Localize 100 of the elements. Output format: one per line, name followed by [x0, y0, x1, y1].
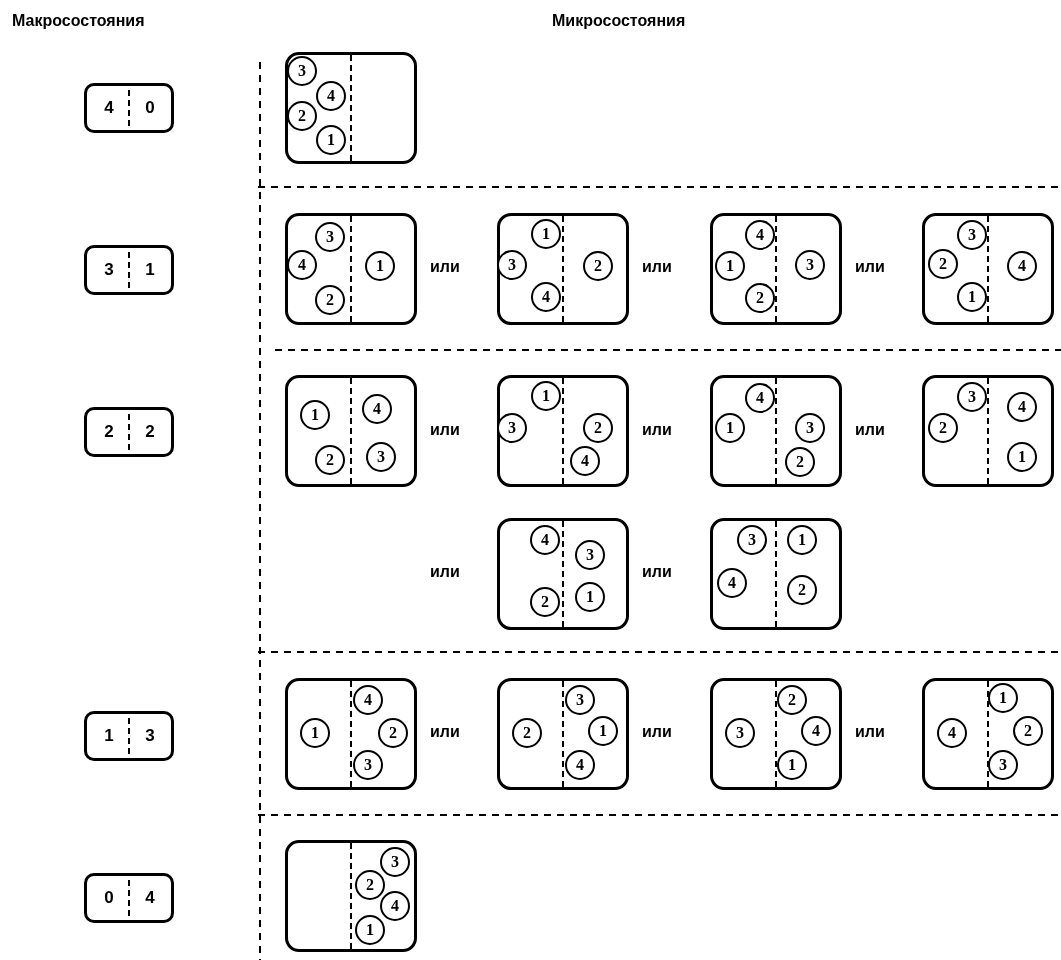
- ball-circle: 2: [928, 413, 958, 443]
- ball-circle: 3: [353, 750, 383, 780]
- ball-circle: 4: [530, 525, 560, 555]
- particle-count: 4: [144, 888, 156, 908]
- particle-count: 0: [103, 888, 115, 908]
- ball-circle: 4: [745, 220, 775, 250]
- ball-circle: 1: [715, 413, 745, 443]
- ball-circle: 2: [1013, 716, 1043, 746]
- ball-circle: 4: [801, 716, 831, 746]
- microstate-box: [710, 213, 842, 325]
- ball-circle: 2: [355, 870, 385, 900]
- ball-circle: 3: [957, 220, 987, 250]
- macrostate-box: [84, 873, 174, 923]
- or-label: или: [642, 421, 672, 439]
- microstate-box: [497, 518, 629, 630]
- ball-circle: 3: [366, 442, 396, 472]
- ball-circle: 2: [315, 285, 345, 315]
- microstate-box: [922, 678, 1054, 790]
- ball-circle: 4: [287, 250, 317, 280]
- or-label: или: [642, 723, 672, 741]
- or-label: или: [642, 258, 672, 276]
- column-heading: Макросостояния: [12, 12, 145, 30]
- particle-count: 2: [103, 422, 115, 442]
- ball-circle: 3: [988, 750, 1018, 780]
- ball-circle: 3: [737, 525, 767, 555]
- microstate-box: [285, 213, 417, 325]
- ball-circle: 4: [745, 383, 775, 413]
- ball-circle: 4: [937, 718, 967, 748]
- ball-circle: 1: [300, 718, 330, 748]
- macrostate-box: [84, 245, 174, 295]
- ball-circle: 4: [1007, 251, 1037, 281]
- ball-circle: 4: [316, 81, 346, 111]
- ball-circle: 2: [777, 685, 807, 715]
- ball-circle: 1: [715, 251, 745, 281]
- or-label: или: [855, 258, 885, 276]
- ball-circle: 2: [512, 718, 542, 748]
- ball-circle: 3: [380, 847, 410, 877]
- ball-circle: 1: [531, 219, 561, 249]
- macrostate-box: [84, 711, 174, 761]
- or-label: или: [642, 563, 672, 581]
- or-label: или: [430, 723, 460, 741]
- ball-circle: 4: [565, 750, 595, 780]
- ball-circle: 3: [497, 250, 527, 280]
- ball-circle: 4: [380, 891, 410, 921]
- ball-circle: 3: [725, 718, 755, 748]
- ball-circle: 2: [530, 587, 560, 617]
- ball-circle: 4: [362, 394, 392, 424]
- ball-circle: 1: [575, 582, 605, 612]
- or-label: или: [430, 421, 460, 439]
- or-label: или: [855, 723, 885, 741]
- ball-circle: 1: [531, 381, 561, 411]
- ball-circle: 1: [316, 125, 346, 155]
- particle-count: 0: [144, 98, 156, 118]
- ball-circle: 1: [588, 716, 618, 746]
- ball-circle: 3: [315, 222, 345, 252]
- particle-count: 4: [103, 98, 115, 118]
- ball-circle: 3: [565, 685, 595, 715]
- ball-circle: 1: [365, 251, 395, 281]
- microstate-box: [710, 375, 842, 487]
- ball-circle: 2: [928, 249, 958, 279]
- ball-circle: 2: [315, 445, 345, 475]
- microstate-box: [710, 518, 842, 630]
- ball-circle: 2: [287, 101, 317, 131]
- ball-circle: 1: [787, 525, 817, 555]
- ball-circle: 2: [583, 251, 613, 281]
- ball-circle: 3: [497, 413, 527, 443]
- ball-circle: 3: [795, 413, 825, 443]
- ball-circle: 1: [988, 683, 1018, 713]
- ball-circle: 3: [957, 382, 987, 412]
- microstate-box: [497, 678, 629, 790]
- macrostate-box: [84, 83, 174, 133]
- particle-count: 2: [144, 422, 156, 442]
- particle-count: 3: [144, 726, 156, 746]
- microstate-box: [285, 840, 417, 952]
- microstate-box: [497, 375, 629, 487]
- microstate-box: [922, 375, 1054, 487]
- ball-circle: 2: [583, 413, 613, 443]
- column-heading: Микросостояния: [552, 12, 686, 30]
- or-label: или: [430, 258, 460, 276]
- ball-circle: 3: [575, 540, 605, 570]
- ball-circle: 2: [378, 718, 408, 748]
- microstate-box: [285, 52, 417, 164]
- microstate-box: [497, 213, 629, 325]
- ball-circle: 4: [1007, 392, 1037, 422]
- microstate-box: [285, 375, 417, 487]
- microstate-box: [922, 213, 1054, 325]
- ball-circle: 1: [1007, 442, 1037, 472]
- microstate-box: [710, 678, 842, 790]
- ball-circle: 3: [287, 56, 317, 86]
- ball-circle: 2: [787, 575, 817, 605]
- ball-circle: 1: [777, 750, 807, 780]
- or-label: или: [855, 421, 885, 439]
- ball-circle: 2: [785, 447, 815, 477]
- ball-circle: 2: [745, 283, 775, 313]
- particle-count: 3: [103, 260, 115, 280]
- microstate-box: [285, 678, 417, 790]
- ball-circle: 4: [531, 282, 561, 312]
- ball-circle: 3: [795, 250, 825, 280]
- ball-circle: 4: [570, 446, 600, 476]
- or-label: или: [430, 563, 460, 581]
